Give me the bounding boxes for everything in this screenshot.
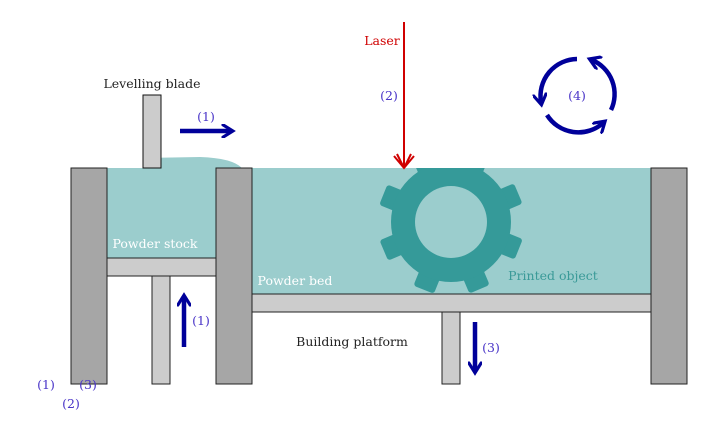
- stray-step-2-label: (2): [62, 396, 80, 411]
- stock-platform: [106, 257, 217, 277]
- step-1-blade-label: (1): [197, 109, 215, 124]
- levelling-blade: [142, 94, 162, 169]
- left-wall: [70, 167, 108, 385]
- printed-object-gear: [380, 168, 522, 293]
- bed-piston: [441, 311, 461, 385]
- step-3-bed-label: (3): [482, 340, 500, 355]
- stray-step-3-label: (3): [79, 377, 97, 392]
- step-1-stock-label: (1): [192, 313, 210, 328]
- gear-hole: [415, 186, 487, 258]
- middle-wall: [215, 167, 253, 385]
- levelling-blade-label: Levelling blade: [103, 76, 200, 91]
- laser-arrowhead-icon: [393, 153, 415, 170]
- powder-bed-label: Powder bed: [258, 273, 333, 288]
- stray-step-1-label: (1): [37, 377, 55, 392]
- powder-stock-label: Powder stock: [112, 236, 197, 251]
- printed-object-label: Printed object: [508, 268, 598, 283]
- stock-piston: [151, 275, 171, 385]
- repeat-cycle-icon: [541, 59, 617, 135]
- step-2-laser-label: (2): [380, 88, 398, 103]
- laser-label: Laser: [364, 33, 400, 48]
- right-wall: [650, 167, 688, 385]
- building-platform: [251, 293, 652, 313]
- powder-stock-fill: [107, 168, 216, 258]
- building-platform-label: Building platform: [296, 334, 408, 349]
- step-4-cycle-label: (4): [568, 88, 586, 103]
